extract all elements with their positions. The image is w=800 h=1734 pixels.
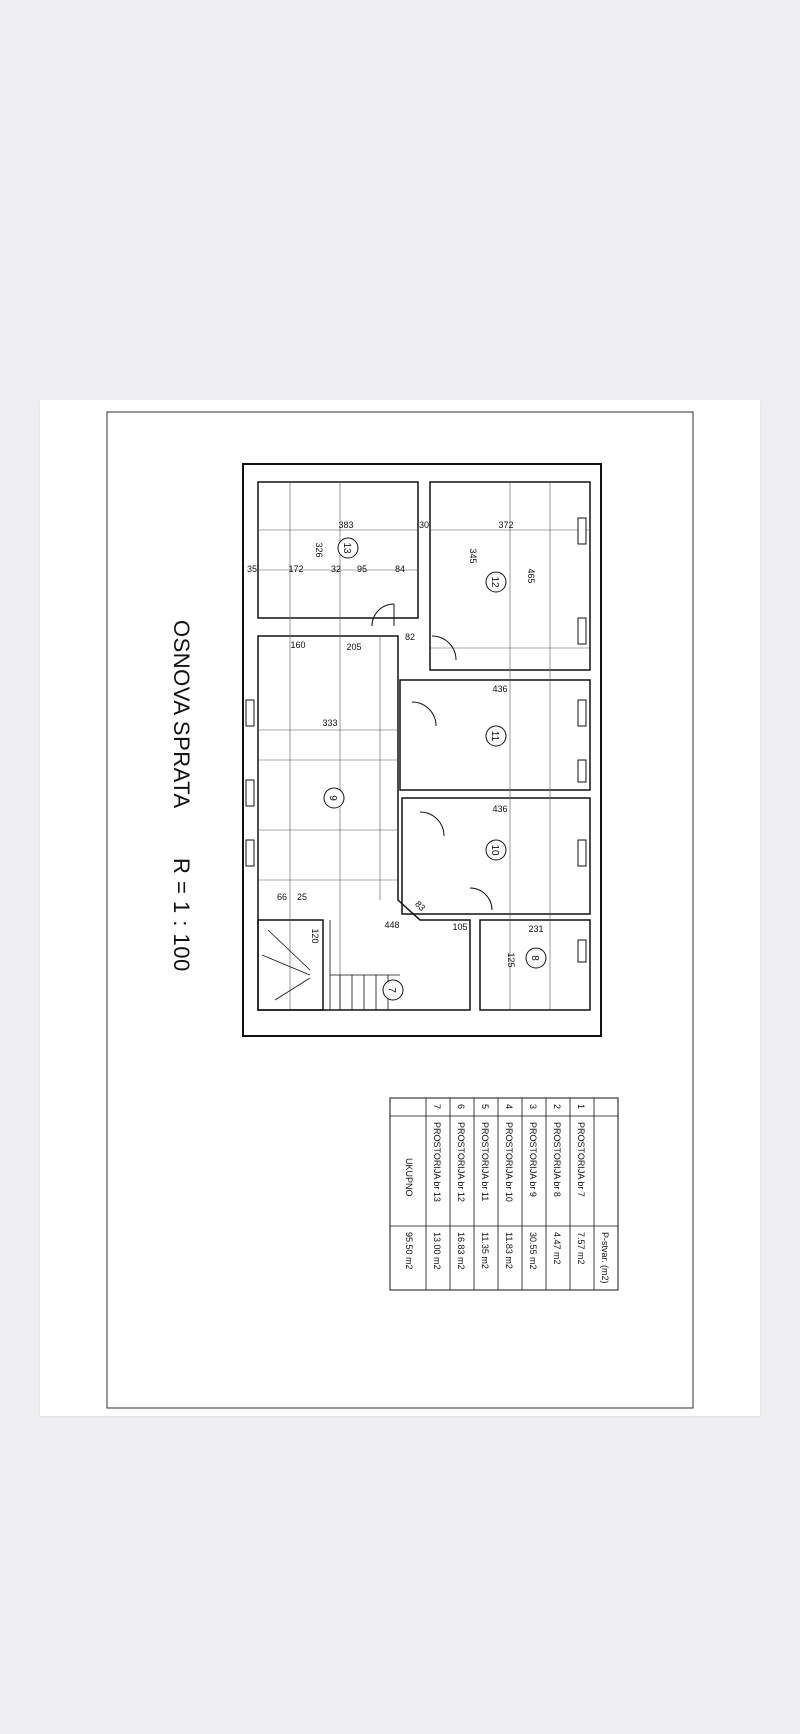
dimension-label: 436	[492, 684, 507, 694]
table-row-name: PROSTORIJA br 11	[480, 1122, 490, 1201]
table-row-name: PROSTORIJA br 7	[576, 1122, 586, 1197]
dimension-label: 84	[395, 564, 405, 574]
table-row-number: 1	[576, 1104, 586, 1109]
dimension-label: 105	[452, 922, 467, 932]
room-marker-8	[525, 947, 547, 969]
table-row-name: PROSTORIJA br 12	[456, 1122, 466, 1202]
area-table: P-stvar. (m2) 1 PROSTORIJA br 7 7.57 m2 …	[389, 1097, 619, 1291]
dimension-label: 25	[297, 892, 307, 902]
scale-text: R = 1 : 100	[169, 858, 194, 972]
table-row-number: 3	[528, 1104, 538, 1109]
dimension-label: 32	[331, 564, 341, 574]
dimension-label: 231	[528, 924, 543, 934]
dimension-label: 448	[384, 920, 399, 930]
dimension-label: 82	[405, 632, 415, 642]
table-header: P-stvar. (m2)	[600, 1232, 610, 1284]
table-row-name: PROSTORIJA br 10	[504, 1122, 514, 1202]
dimension-label: 172	[288, 564, 303, 574]
table-row-area: 11.35 m2	[480, 1232, 490, 1269]
dimension-label: 333	[322, 718, 337, 728]
dimension-label: 66	[277, 892, 287, 902]
dimension-label: 326	[314, 542, 324, 557]
room-number: 10	[489, 844, 500, 856]
table-total-value: 95.50 m2	[404, 1232, 414, 1270]
table-row-number: 2	[552, 1104, 562, 1109]
dimension-label: 465	[526, 568, 536, 583]
table-row-name: PROSTORIJA br 13	[432, 1122, 442, 1202]
dimension-label: 83	[413, 899, 427, 913]
room-number: 12	[489, 576, 500, 588]
title-text: OSNOVA SPRATA	[169, 620, 194, 809]
table-row-area: 7.57 m2	[576, 1232, 586, 1265]
dimension-label: 160	[290, 640, 305, 650]
table-row-number: 7	[432, 1104, 442, 1109]
drawing-frame	[106, 411, 694, 1409]
room-marker-12	[485, 571, 507, 593]
building-outline	[242, 463, 602, 1037]
room-number: 7	[386, 987, 397, 993]
dimension-label: 30	[419, 520, 429, 530]
table-total-label: UKUPNO	[404, 1158, 414, 1197]
room-number: 13	[341, 542, 352, 554]
table-row-number: 5	[480, 1104, 490, 1109]
table-row-name: PROSTORIJA br 8	[552, 1122, 562, 1197]
dimension-label: 205	[346, 642, 361, 652]
dimension-label: 125	[506, 952, 516, 967]
dimension-label: 95	[357, 564, 367, 574]
dimension-label: 120	[310, 928, 320, 943]
table-row-area: 4.47 m2	[552, 1232, 562, 1265]
dimension-label: 345	[468, 548, 478, 563]
room-number: 9	[327, 795, 338, 801]
dimension-label: 383	[338, 520, 353, 530]
dimension-label: 372	[498, 520, 513, 530]
document-page: 7 8 9 10 11 12 13 383 372 35 30 172 32 9…	[40, 400, 760, 1416]
table-row-area: 16.83 m2	[456, 1232, 466, 1270]
room-marker-13	[337, 537, 359, 559]
floor-plan-drawing: 7 8 9 10 11 12 13 383 372 35 30 172 32 9…	[106, 411, 694, 1409]
table-row-name: PROSTORIJA br 9	[528, 1122, 538, 1197]
room-marker-10	[485, 839, 507, 861]
room-number: 8	[529, 955, 540, 961]
room-marker-7	[382, 979, 404, 1001]
drawing-scale: R = 1 : 100	[168, 858, 194, 972]
dimension-label: 35	[247, 564, 257, 574]
table-row-area: 30.55 m2	[528, 1232, 538, 1270]
room-number: 11	[489, 731, 500, 742]
drawing-title: OSNOVA SPRATA	[168, 620, 194, 809]
table-row-area: 13.00 m2	[432, 1232, 442, 1270]
table-row-area: 11.83 m2	[504, 1232, 514, 1269]
dimension-label: 436	[492, 804, 507, 814]
table-row-number: 4	[504, 1104, 514, 1109]
room-marker-11	[485, 725, 507, 747]
table-row-number: 6	[456, 1104, 466, 1109]
room-marker-9	[323, 787, 345, 809]
